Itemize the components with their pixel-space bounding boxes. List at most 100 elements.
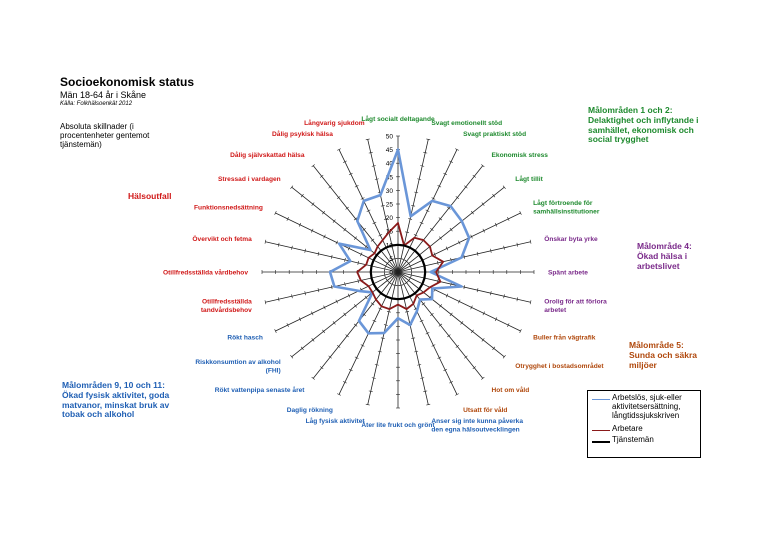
axis-tick <box>353 323 358 327</box>
axis-tick <box>347 293 351 298</box>
axis-tick <box>380 337 385 340</box>
absolute-differences-note: Absoluta skillnader (i procentenheter ge… <box>60 122 150 150</box>
axis-tick <box>425 332 430 335</box>
axis-tick <box>311 376 315 380</box>
axis-tick <box>414 350 419 353</box>
axis-tick <box>323 234 326 239</box>
axis-tick <box>423 151 428 154</box>
data-point <box>413 236 416 239</box>
axis-tick <box>458 299 461 304</box>
axis-tick <box>290 355 294 359</box>
axis-tick <box>335 299 338 304</box>
data-point <box>429 271 432 273</box>
data-point <box>429 286 431 289</box>
axis-tick <box>437 185 442 188</box>
axis-tick <box>438 323 443 327</box>
data-point <box>383 332 385 334</box>
axis-tick <box>458 240 461 245</box>
axis-tick <box>277 242 280 247</box>
axis-tick <box>420 165 425 167</box>
data-point <box>460 256 463 259</box>
category-label: Riskkonsumtion av alkohol(FHI) <box>195 359 281 375</box>
axis-tick <box>414 191 419 194</box>
category-label: Svagt praktiskt stöd <box>463 131 526 138</box>
data-point <box>363 200 365 202</box>
axis-tick <box>392 258 397 260</box>
group-health-outcome: Hälsoutfall <box>128 191 172 201</box>
axis-tick <box>291 294 293 299</box>
axis-tick <box>431 197 436 200</box>
axis-tick <box>311 228 314 233</box>
data-point <box>370 277 373 279</box>
axis-tick <box>507 323 510 328</box>
axis-tick <box>430 313 434 317</box>
axis-tick <box>274 329 277 333</box>
category-label: Hot om våld <box>492 386 530 394</box>
legend-label: Arbetslös, sjuk-eller aktivitetsersättni… <box>612 393 682 420</box>
axis-tick <box>360 344 365 347</box>
data-point <box>367 332 370 335</box>
category-label: Daglig rökning <box>287 407 333 414</box>
data-point <box>379 194 382 196</box>
category-label: Lågt tillit <box>515 175 543 183</box>
axis-tick <box>383 324 388 326</box>
axis-tick <box>348 368 353 372</box>
axis-tick <box>482 228 485 233</box>
axis-tick <box>365 138 370 141</box>
legend-label: Tjänstemän <box>612 435 654 444</box>
axis-tick <box>371 377 376 379</box>
group-goal-4: Målområde 4: Ökad hälsa i arbetslivet <box>637 241 692 271</box>
data-point <box>429 245 431 248</box>
data-point <box>375 288 378 290</box>
axis-tick <box>502 185 506 189</box>
category-label: Rökt hasch <box>227 335 263 342</box>
category-label: Övervikt och fetma <box>192 234 252 243</box>
data-point <box>388 231 390 233</box>
axis-tick <box>472 366 477 370</box>
data-point <box>418 254 421 256</box>
category-label: Önskar byta yrke <box>544 234 598 243</box>
axis-tick <box>405 231 410 233</box>
axis-tick <box>360 197 365 200</box>
data-point <box>376 245 379 248</box>
data-point <box>421 283 424 285</box>
axis-tick <box>348 172 353 176</box>
axis-tick <box>445 246 449 251</box>
axis-tick <box>364 244 368 249</box>
axis-tick <box>378 307 383 310</box>
axis-tick <box>529 239 532 244</box>
axis-tick <box>347 246 351 251</box>
data-point <box>380 305 383 308</box>
axis-tick <box>476 288 479 293</box>
axis-tick <box>529 300 532 305</box>
axis-tick <box>439 304 443 308</box>
data-point <box>424 271 427 273</box>
axis-tick <box>490 291 492 296</box>
data-point <box>369 249 372 251</box>
axis-tick <box>362 227 366 231</box>
category-label: Svagt emotionellt stöd <box>431 120 502 127</box>
r-tick-label: 25 <box>386 202 394 209</box>
axis-tick <box>421 302 426 306</box>
axis-tick <box>319 366 324 370</box>
axis-tick <box>344 257 346 262</box>
data-point <box>421 259 424 262</box>
axis-tick <box>364 295 368 300</box>
axis-tick <box>476 251 479 256</box>
axis-tick <box>300 346 304 351</box>
data-point <box>371 291 374 294</box>
axis-tick <box>481 376 485 380</box>
axis-tick <box>437 356 442 359</box>
category-label: Utsatt för våld <box>463 406 507 414</box>
axis-tick <box>463 285 466 290</box>
axis-tick <box>336 196 341 200</box>
data-point <box>365 263 368 266</box>
axis-tick <box>354 185 359 188</box>
legend-swatch <box>592 441 610 443</box>
data-point <box>418 288 421 290</box>
axis-tick <box>408 218 413 220</box>
axis-tick <box>342 160 347 163</box>
axis-tick <box>519 211 522 215</box>
data-point <box>415 294 418 297</box>
data-point <box>349 260 352 262</box>
